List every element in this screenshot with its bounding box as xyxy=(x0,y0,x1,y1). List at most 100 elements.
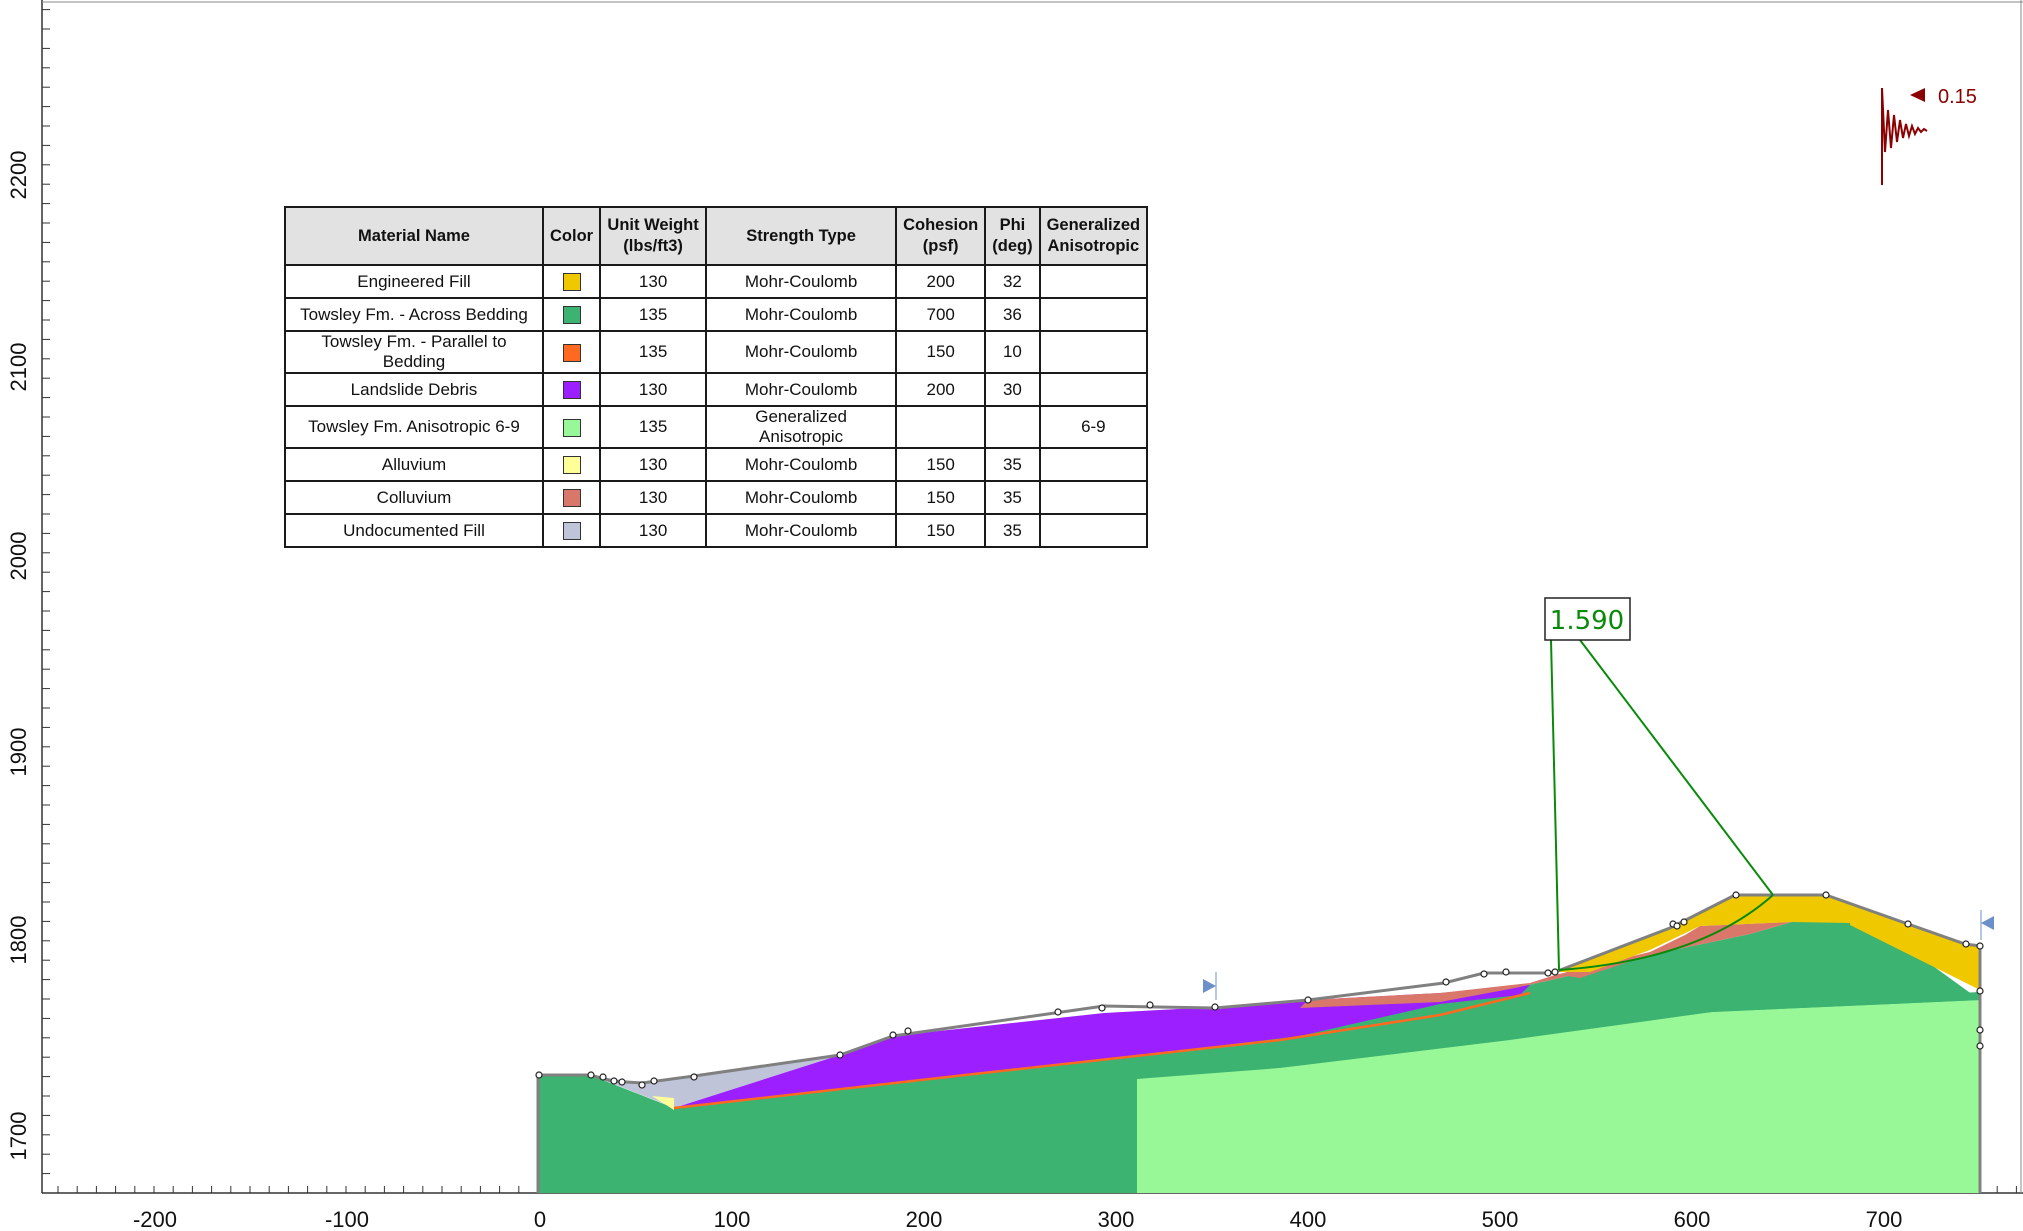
phi-cell: 36 xyxy=(984,297,1041,332)
cohesion-cell: 200 xyxy=(895,372,987,407)
anisotropic-cell xyxy=(1038,447,1149,482)
seismic-load-indicator: 0.15 xyxy=(1881,86,1977,185)
phi-cell xyxy=(984,405,1041,449)
x-tick-label: -100 xyxy=(325,1207,369,1231)
color-cell xyxy=(541,297,602,332)
header-color: Color xyxy=(541,206,602,266)
unit-weight-cell: 135 xyxy=(599,330,708,374)
unit-weight-cell: 130 xyxy=(599,513,708,548)
x-tick-label: 0 xyxy=(534,1207,546,1231)
towsley-across-bedding-band xyxy=(1137,992,1980,1070)
y-tick-label: 1800 xyxy=(6,916,31,965)
unit-weight-cell: 130 xyxy=(599,447,708,482)
material-color-swatch xyxy=(562,343,581,362)
right-limit-marker-icon[interactable] xyxy=(1981,916,1994,930)
material-color-swatch xyxy=(562,418,581,437)
y-tick-label: 1900 xyxy=(6,728,31,777)
material-color-swatch xyxy=(562,456,581,475)
color-cell xyxy=(541,372,602,407)
y-tick-label: 2100 xyxy=(6,343,31,392)
external-boundary xyxy=(536,893,1982,1193)
x-tick-label: -200 xyxy=(133,1207,177,1231)
material-color-swatch xyxy=(562,306,581,325)
strength-type-cell: Mohr-Coulomb xyxy=(705,264,898,299)
x-tick-label: 100 xyxy=(714,1207,751,1231)
material-color-swatch xyxy=(562,273,581,292)
x-tick-label: 600 xyxy=(1674,1207,1711,1231)
anisotropic-cell xyxy=(1038,513,1149,548)
towsley-anisotropic-region xyxy=(1137,1015,1980,1193)
material-name-cell: Colluvium xyxy=(284,480,544,515)
strength-type-cell: Mohr-Coulomb xyxy=(705,372,898,407)
color-cell xyxy=(541,513,602,548)
material-name-cell: Engineered Fill xyxy=(284,264,544,299)
seismic-waveform-icon xyxy=(1881,87,1928,185)
color-cell xyxy=(541,264,602,299)
unit-weight-cell: 130 xyxy=(599,372,708,407)
strength-type-cell: Mohr-Coulomb xyxy=(705,330,898,374)
cohesion-cell: 150 xyxy=(895,513,987,548)
colluvium-region-upper xyxy=(1560,922,1792,978)
header-cohesion: Cohesion (psf) xyxy=(895,206,987,266)
y-tick-label: 1700 xyxy=(6,1112,31,1161)
cohesion-cell: 150 xyxy=(895,480,987,515)
factor-of-safety-value: 1.590 xyxy=(1550,606,1624,636)
seismic-coefficient: 0.15 xyxy=(1938,86,1977,108)
header-phi: Phi (deg) xyxy=(984,206,1041,266)
header-material-name: Material Name xyxy=(284,206,544,266)
y-axis-labels: 1700 1800 1900 2000 2100 2200 xyxy=(6,151,31,1161)
phi-cell: 32 xyxy=(984,264,1041,299)
undocumented-fill-region xyxy=(590,1055,840,1108)
colluvium-region xyxy=(1300,922,1792,1008)
phi-cell: 10 xyxy=(984,330,1041,374)
material-name-cell: Undocumented Fill xyxy=(284,513,544,548)
phi-cell: 35 xyxy=(984,447,1041,482)
cohesion-cell: 700 xyxy=(895,297,987,332)
anisotropic-cell xyxy=(1038,264,1149,299)
phi-cell: 35 xyxy=(984,513,1041,548)
material-color-swatch xyxy=(562,489,581,508)
critical-slip-surface xyxy=(1550,639,1774,971)
slope-limit-markers[interactable] xyxy=(1203,910,1994,1000)
left-limit-marker-icon[interactable] xyxy=(1203,979,1216,993)
color-cell xyxy=(541,480,602,515)
material-name-cell: Alluvium xyxy=(284,447,544,482)
strength-type-cell: Mohr-Coulomb xyxy=(705,447,898,482)
towsley-anisotropic-band xyxy=(1137,1022,1980,1121)
strength-type-cell: Mohr-Coulomb xyxy=(705,297,898,332)
header-unit-weight: Unit Weight (lbs/ft3) xyxy=(599,206,708,266)
material-color-swatch xyxy=(562,381,581,400)
y-tick-label: 2000 xyxy=(6,532,31,581)
strength-type-cell: Generalized Anisotropic xyxy=(705,405,898,449)
cohesion-cell: 200 xyxy=(895,264,987,299)
material-name-cell: Landslide Debris xyxy=(284,372,544,407)
cohesion-cell: 150 xyxy=(895,447,987,482)
material-legend: Material Name Color Unit Weight (lbs/ft3… xyxy=(284,206,1149,548)
x-tick-label: 300 xyxy=(1098,1207,1135,1231)
boundary-vertices xyxy=(535,891,1984,1089)
x-tick-label: 700 xyxy=(1866,1207,1903,1231)
phi-cell: 30 xyxy=(984,372,1041,407)
anisotropic-cell xyxy=(1038,372,1149,407)
unit-weight-cell: 135 xyxy=(599,297,708,332)
unit-weight-cell: 130 xyxy=(599,264,708,299)
anisotropic-cell xyxy=(1038,480,1149,515)
seismic-arrow-icon xyxy=(1910,88,1925,102)
color-cell xyxy=(541,330,602,374)
y-minor-ticks xyxy=(42,9,50,1194)
x-tick-label: 200 xyxy=(906,1207,943,1231)
color-cell xyxy=(541,405,602,449)
material-color-swatch xyxy=(562,522,581,541)
phi-cell: 35 xyxy=(984,480,1041,515)
header-strength-type: Strength Type xyxy=(705,206,898,266)
x-axis-labels: -200 -100 0 100 200 300 400 500 600 700 xyxy=(133,1207,1902,1231)
factor-of-safety-label[interactable]: 1.590 xyxy=(1544,597,1631,641)
y-tick-label: 2200 xyxy=(6,151,31,200)
